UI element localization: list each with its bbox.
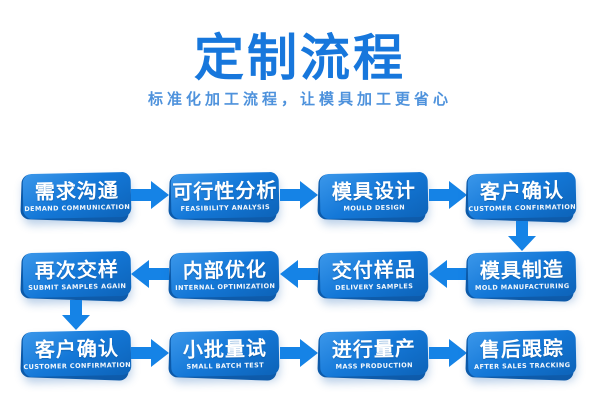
arrow-head <box>300 181 318 209</box>
step-label-en: DELIVERY SAMPLES <box>335 281 414 292</box>
step-label-zh: 进行量产 <box>331 335 417 362</box>
arrow-shaft <box>131 347 151 359</box>
arrow-right-icon <box>429 181 467 209</box>
arrow-right-icon <box>131 181 169 209</box>
box-face: 售后跟踪 AFTER SALES TRACKING <box>467 329 577 378</box>
arrow-right-icon <box>280 181 318 209</box>
flow-step-customer-confirmation: 客户确认 CUSTOMER CONFIRMATION <box>465 171 577 223</box>
step-label-en: CUSTOMER CONFIRMATION <box>23 360 132 371</box>
step-label-zh: 再次交样 <box>34 256 120 283</box>
box-face: 模具制造 MOLD MANUFACTURING <box>467 250 577 299</box>
step-label-en: INTERNAL OPTIMIZATION <box>175 281 276 292</box>
step-label-zh: 小批量试 <box>182 335 268 362</box>
box-face: 可行性分析 FEASIBILITY ANALYSIS <box>170 171 280 220</box>
arrow-left-icon <box>429 260 467 288</box>
arrow-head <box>449 339 467 367</box>
arrow-head <box>429 260 447 288</box>
arrow-right-icon <box>131 339 169 367</box>
flow-step-feasibility-analysis: 可行性分析 FEASIBILITY ANALYSIS <box>168 171 280 223</box>
step-label-en: MOULD DESIGN <box>343 202 406 213</box>
arrow-shaft <box>516 221 528 236</box>
flow-step-mass-production: 进行量产 MASS PRODUCTION <box>317 329 429 381</box>
arrow-right-icon <box>280 339 318 367</box>
box-face: 模具设计 MOULD DESIGN <box>319 171 429 220</box>
arrow-down-icon <box>508 221 536 251</box>
step-label-zh: 售后跟踪 <box>479 335 565 362</box>
arrow-shaft <box>429 347 449 359</box>
arrow-down-icon <box>62 300 90 330</box>
box-face: 内部优化 INTERNAL OPTIMIZATION <box>170 250 280 299</box>
step-label-en: AFTER SALES TRACKING <box>474 360 571 371</box>
step-label-zh: 可行性分析 <box>172 177 278 204</box>
step-label-zh: 模具设计 <box>331 177 417 204</box>
arrow-shaft <box>70 300 82 315</box>
box-face: 进行量产 MASS PRODUCTION <box>319 329 429 378</box>
step-label-en: MASS PRODUCTION <box>335 360 414 371</box>
arrow-shaft <box>429 189 449 201</box>
box-face: 小批量试 SMALL BATCH TEST <box>170 329 280 378</box>
page-title: 定制流程 <box>194 29 406 87</box>
arrow-left-icon <box>280 260 318 288</box>
arrow-shaft <box>131 189 151 201</box>
arrow-shaft <box>447 268 467 280</box>
flow-step-after-sales-tracking: 售后跟踪 AFTER SALES TRACKING <box>465 329 577 381</box>
step-label-en: SMALL BATCH TEST <box>186 360 265 371</box>
arrow-head <box>151 339 169 367</box>
arrow-left-icon <box>131 260 169 288</box>
flow-step-submit-samples-again: 再次交样 SUBMIT SAMPLES AGAIN <box>20 250 132 302</box>
arrow-head <box>300 339 318 367</box>
step-label-zh: 交付样品 <box>331 256 417 283</box>
box-face: 交付样品 DELIVERY SAMPLES <box>319 250 429 299</box>
box-face: 客户确认 CUSTOMER CONFIRMATION <box>467 171 577 220</box>
step-label-zh: 客户确认 <box>34 335 120 362</box>
arrow-shaft <box>280 347 300 359</box>
arrow-head <box>449 181 467 209</box>
arrow-shaft <box>280 189 300 201</box>
step-label-zh: 需求沟通 <box>34 177 120 204</box>
flow-step-customer-confirmation-2: 客户确认 CUSTOMER CONFIRMATION <box>20 329 132 381</box>
arrow-shaft <box>298 268 318 280</box>
flow-step-mold-manufacturing: 模具制造 MOLD MANUFACTURING <box>465 250 577 302</box>
arrow-head <box>280 260 298 288</box>
box-face: 再次交样 SUBMIT SAMPLES AGAIN <box>22 250 132 299</box>
arrow-head <box>131 260 149 288</box>
flow-step-delivery-samples: 交付样品 DELIVERY SAMPLES <box>317 250 429 302</box>
step-label-en: DEMAND COMMUNICATION <box>24 202 131 213</box>
arrow-right-icon <box>429 339 467 367</box>
step-label-en: CUSTOMER CONFIRMATION <box>468 202 577 213</box>
box-face: 客户确认 CUSTOMER CONFIRMATION <box>22 329 132 378</box>
step-label-zh: 客户确认 <box>479 177 565 204</box>
step-label-en: FEASIBILITY ANALYSIS <box>180 202 271 213</box>
arrow-head <box>151 181 169 209</box>
flow-step-demand-communication: 需求沟通 DEMAND COMMUNICATION <box>20 171 132 223</box>
box-face: 需求沟通 DEMAND COMMUNICATION <box>22 171 132 220</box>
flow-step-mould-design: 模具设计 MOULD DESIGN <box>317 171 429 223</box>
flow-step-small-batch-test: 小批量试 SMALL BATCH TEST <box>168 329 280 381</box>
step-label-en: MOLD MANUFACTURING <box>474 281 570 292</box>
arrow-head <box>508 236 536 251</box>
arrow-shaft <box>149 268 169 280</box>
step-label-en: SUBMIT SAMPLES AGAIN <box>28 281 127 292</box>
step-label-zh: 内部优化 <box>182 256 268 283</box>
step-label-zh: 模具制造 <box>479 256 565 283</box>
page-subtitle: 标准化加工流程，让模具加工更省心 <box>147 90 452 108</box>
flow-step-internal-optimization: 内部优化 INTERNAL OPTIMIZATION <box>168 250 280 302</box>
arrow-head <box>62 315 90 330</box>
